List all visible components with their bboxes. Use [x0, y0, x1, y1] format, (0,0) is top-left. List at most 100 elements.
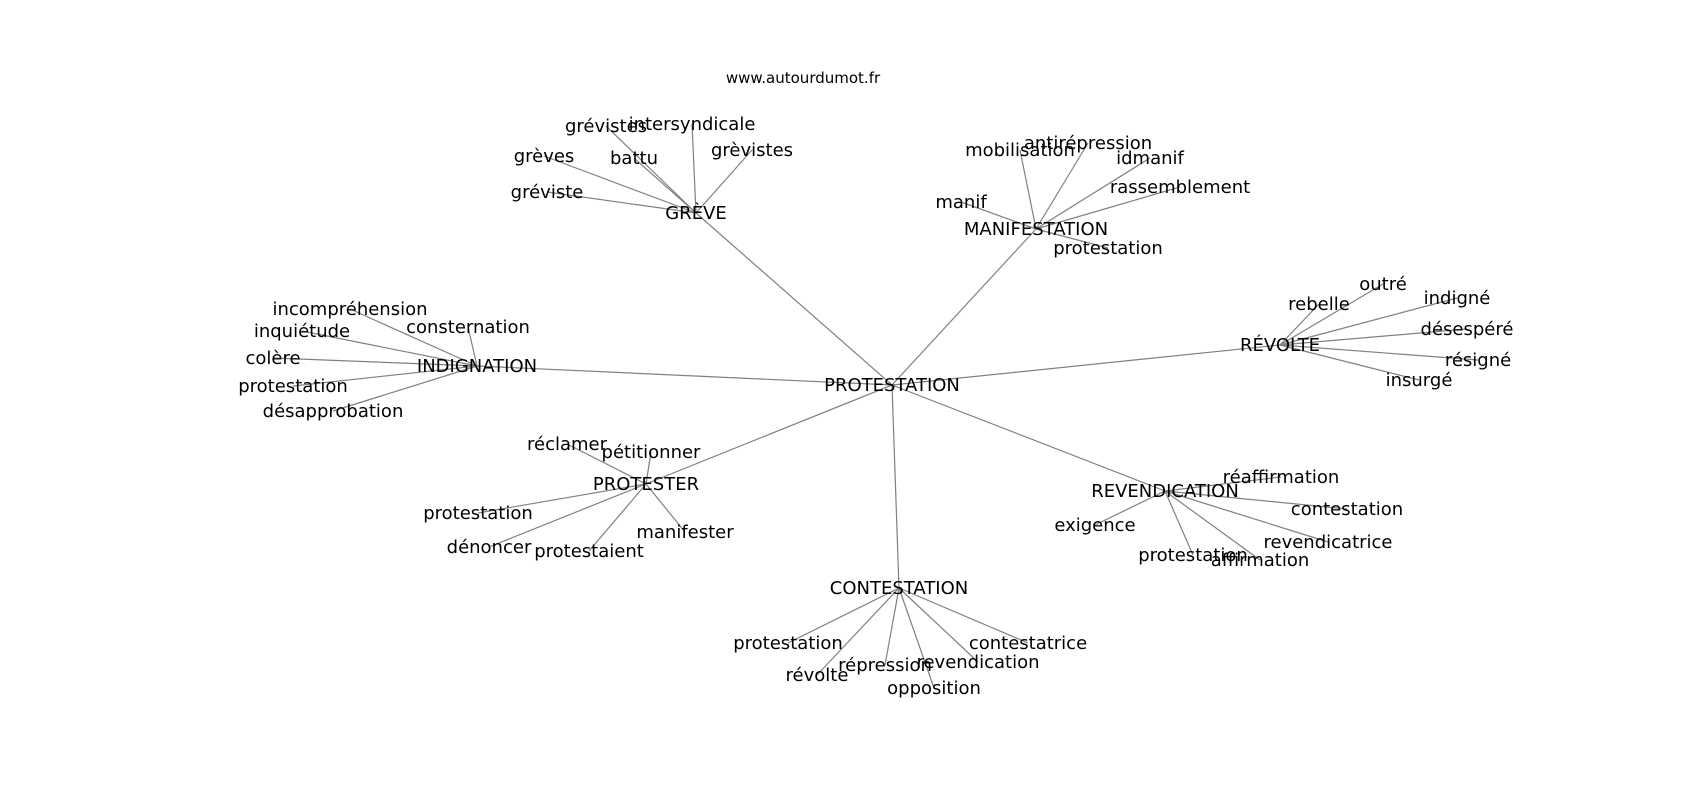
leaf-node-petitionner: pétitionner: [602, 442, 702, 463]
leaf-node-affirmation: affirmation: [1211, 550, 1310, 571]
edge-revendication-revendicatrice: [1164, 490, 1329, 543]
edge-greve-greviste: [546, 191, 697, 214]
edge-contestation-contestatrice: [898, 587, 1029, 644]
edge-manifestation-protestation: [1035, 228, 1109, 249]
leaf-node-denoncer: dénoncer: [447, 537, 532, 558]
leaf-node-grevistes: grèvistes: [711, 140, 793, 161]
leaf-node-greviste: gréviste: [511, 182, 584, 203]
leaf-node-intersyndicale: intersyndicale: [629, 114, 756, 135]
leaf-node-revolte: révolte: [786, 665, 849, 686]
edge-manifestation-manif: [960, 201, 1037, 230]
edge-center-greve: [695, 212, 893, 386]
edge-indignation-incomprehension: [349, 308, 478, 367]
leaf-node-contestatrice: contestatrice: [969, 633, 1087, 654]
edge-revolte-rebelle: [1279, 303, 1320, 346]
edge-revendication-reaffirmation: [1164, 476, 1282, 492]
hub-node-indignation: INDIGNATION: [417, 356, 537, 377]
leaf-node-contestation: contestation: [1291, 499, 1403, 520]
edge-revolte-indigne: [1279, 297, 1458, 346]
leaf-node-exigence: exigence: [1054, 515, 1135, 536]
hub-node-greve: GRÈVE: [665, 202, 727, 224]
leaf-node-revendicatrice: revendicatrice: [1264, 532, 1393, 553]
leaf-node-protestation: protestation: [1138, 545, 1248, 566]
leaf-node-outre: outré: [1359, 274, 1407, 295]
leaf-node-manif: manif: [935, 192, 987, 213]
leaf-node-rebelle: rebelle: [1288, 294, 1350, 315]
hub-node-manifestation: MANIFESTATION: [964, 219, 1108, 240]
edge-greve-grevistes: [695, 149, 753, 214]
leaf-node-antirepression: antirépression: [1024, 133, 1152, 154]
edge-greve-grevistes: [605, 125, 697, 214]
edge-revendication-affirmation: [1164, 490, 1261, 561]
edge-contestation-protestation: [787, 587, 900, 644]
edge-protester-protestation: [477, 483, 647, 514]
edge-revolte-resigne: [1279, 344, 1479, 361]
edge-protester-manifester: [645, 483, 686, 533]
edge-revolte-outre: [1279, 283, 1384, 346]
edge-protester-reclamer: [566, 443, 647, 485]
leaf-node-reaffirmation: réaffirmation: [1223, 467, 1340, 488]
labels-layer: www.autourdumot.fr PROTESTATION GRÈVE grév…: [238, 69, 1513, 699]
leaf-node-mobilisation: mobilisation: [965, 140, 1075, 161]
edge-revolte-insurge: [1279, 344, 1420, 381]
edge-center-manifestation: [891, 228, 1037, 386]
edge-contestation-revolte: [816, 587, 900, 676]
leaf-node-consternation: consternation: [406, 317, 530, 338]
leaf-node-reclamer: réclamer: [527, 434, 608, 455]
edge-indignation-protestation: [292, 365, 478, 387]
leaf-node-grevistes: grévistes: [565, 116, 647, 137]
edge-manifestation-rassemblement: [1035, 186, 1181, 230]
leaf-node-desespere: désespéré: [1421, 319, 1514, 340]
edge-indignation-desapprobation: [332, 365, 478, 412]
edge-greve-greves: [543, 155, 697, 214]
leaf-node-protestation: protestation: [1053, 238, 1163, 259]
edge-contestation-opposition: [898, 587, 935, 689]
leaf-node-desapprobation: désapprobation: [263, 401, 404, 422]
edge-protester-petitionner: [645, 451, 652, 485]
leaf-node-protestation: protestation: [733, 633, 843, 654]
edge-revolte-desespere: [1279, 328, 1468, 346]
edge-revendication-contestation: [1164, 490, 1348, 510]
center-node-label: PROTESTATION: [824, 375, 960, 396]
leaf-node-opposition: opposition: [887, 678, 981, 699]
edge-revendication-protestation: [1164, 490, 1194, 556]
edge-center-contestation: [891, 384, 900, 589]
hub-node-protester: PROTESTER: [593, 474, 699, 495]
leaf-node-protestation: protestation: [423, 503, 533, 524]
leaf-node-colere: colère: [245, 348, 300, 369]
hub-node-revolte: RÉVOLTE: [1240, 334, 1320, 356]
edges-layer: [272, 123, 1479, 689]
edge-manifestation-idmanif: [1035, 157, 1151, 230]
leaf-node-inquietude: inquiétude: [254, 321, 350, 342]
leaf-node-incomprehension: incompréhension: [272, 299, 427, 320]
edge-manifestation-antirepression: [1035, 142, 1089, 230]
leaf-node-revendication: revendication: [916, 652, 1039, 673]
edge-contestation-revendication: [898, 587, 979, 663]
edge-center-protester: [645, 384, 893, 485]
edge-indignation-consternation: [467, 326, 478, 367]
edge-protester-protestaient: [588, 483, 647, 552]
edge-indignation-inquietude: [301, 330, 478, 367]
leaf-node-indigne: indigné: [1424, 288, 1491, 309]
edge-center-revolte: [891, 344, 1281, 386]
edge-revendication-exigence: [1094, 490, 1166, 526]
edge-contestation-repression: [884, 587, 900, 666]
leaf-node-protestaient: protestaient: [534, 541, 644, 562]
leaf-node-protestation: protestation: [238, 376, 348, 397]
leaf-node-resigne: résigné: [1445, 350, 1511, 371]
source-site-label: www.autourdumot.fr: [726, 69, 881, 87]
leaf-node-insurge: insurgé: [1386, 370, 1453, 391]
leaf-node-idmanif: idmanif: [1116, 148, 1184, 169]
edge-center-revendication: [891, 384, 1166, 492]
edge-protester-denoncer: [488, 483, 647, 548]
edge-center-indignation: [476, 365, 893, 386]
edge-greve-intersyndicale: [691, 123, 697, 214]
edge-indignation-colere: [272, 357, 478, 367]
hub-node-contestation: CONTESTATION: [830, 578, 968, 599]
hub-node-revendication: REVENDICATION: [1091, 481, 1239, 502]
leaf-node-rassemblement: rassemblement: [1110, 177, 1250, 198]
leaf-node-manifester: manifester: [636, 522, 734, 543]
leaf-node-greves: grèves: [514, 146, 575, 167]
edge-greve-battu: [633, 157, 697, 214]
